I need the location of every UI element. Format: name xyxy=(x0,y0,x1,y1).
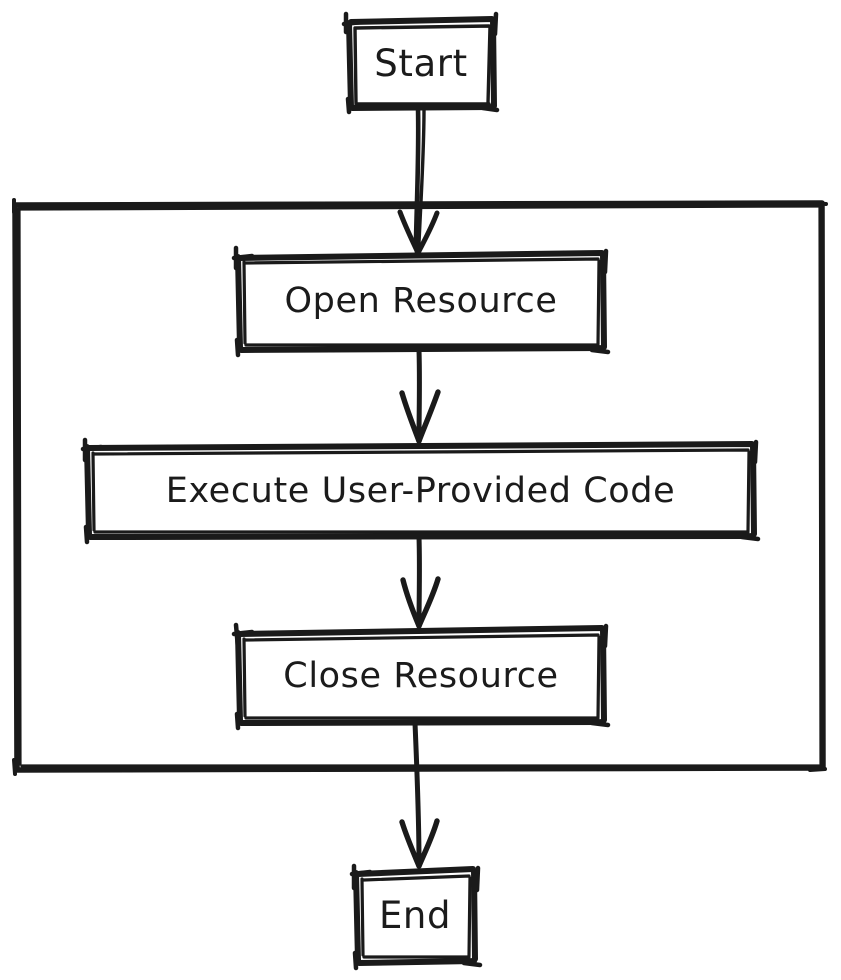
node-close-resource-border-stroke-2 xyxy=(242,633,601,720)
node-start[interactable] xyxy=(341,11,500,115)
node-start-border-stroke-1 xyxy=(346,16,497,111)
edge-open-to-exec-arrowhead-right xyxy=(416,389,441,444)
node-start-fill xyxy=(350,20,494,107)
node-end-corner-tr xyxy=(461,865,483,968)
node-open-resource-corner-tr xyxy=(589,248,611,355)
edge-close-to-end-line xyxy=(412,720,422,865)
edge-start-to-open[interactable] xyxy=(397,105,440,256)
node-end-border-stroke-2 xyxy=(360,874,472,959)
node-close-resource-corner-tr xyxy=(589,623,611,728)
edge-start-to-open-arrowhead-right xyxy=(415,210,440,256)
node-execute-border-stroke-2 xyxy=(91,448,751,534)
edge-exec-to-close-arrowhead-right xyxy=(416,576,441,629)
node-start-corner-tr xyxy=(480,11,500,113)
edge-open-to-exec[interactable] xyxy=(399,347,441,444)
node-execute-corner-tl xyxy=(80,437,104,463)
edge-start-to-open-line-a xyxy=(413,105,421,255)
node-close-resource[interactable] xyxy=(231,622,611,731)
node-close-resource-corner-tl xyxy=(231,622,255,651)
edge-exec-to-close[interactable] xyxy=(400,534,441,629)
node-end-border-stroke-1 xyxy=(353,866,478,966)
node-execute-corner-bl xyxy=(83,524,90,545)
node-open-resource-fill xyxy=(239,254,603,349)
node-end-fill xyxy=(357,870,475,962)
subgraph-corner-overshoot-top xyxy=(12,198,828,214)
node-execute-border-stroke-1 xyxy=(84,441,757,540)
edge-close-to-end-arrowhead-right xyxy=(416,818,440,869)
node-close-resource-fill xyxy=(239,630,603,722)
edge-start-to-open-line-b xyxy=(416,108,426,255)
node-end[interactable] xyxy=(349,863,483,971)
node-open-resource-border-stroke-1 xyxy=(235,250,607,353)
node-open-resource-corner-bl xyxy=(234,337,241,358)
node-start-corner-tl xyxy=(341,11,365,35)
node-open-resource[interactable] xyxy=(231,245,611,358)
node-execute-corner-tr xyxy=(739,439,761,542)
node-start-corner-bl xyxy=(345,96,352,115)
node-execute-user-provided-code[interactable] xyxy=(80,437,761,545)
node-close-resource-corner-bl xyxy=(234,711,241,731)
subgraph-corner-overshoot-bottom xyxy=(12,758,827,776)
node-open-resource-corner-tl xyxy=(231,245,255,271)
node-end-corner-bl xyxy=(352,950,359,971)
node-open-resource-border-stroke-2 xyxy=(242,257,601,347)
edge-close-to-end[interactable] xyxy=(399,720,440,869)
node-end-corner-tl xyxy=(349,863,373,891)
node-execute-fill xyxy=(88,446,753,536)
node-close-resource-border-stroke-1 xyxy=(235,625,607,726)
node-start-border-stroke-2 xyxy=(353,24,492,106)
